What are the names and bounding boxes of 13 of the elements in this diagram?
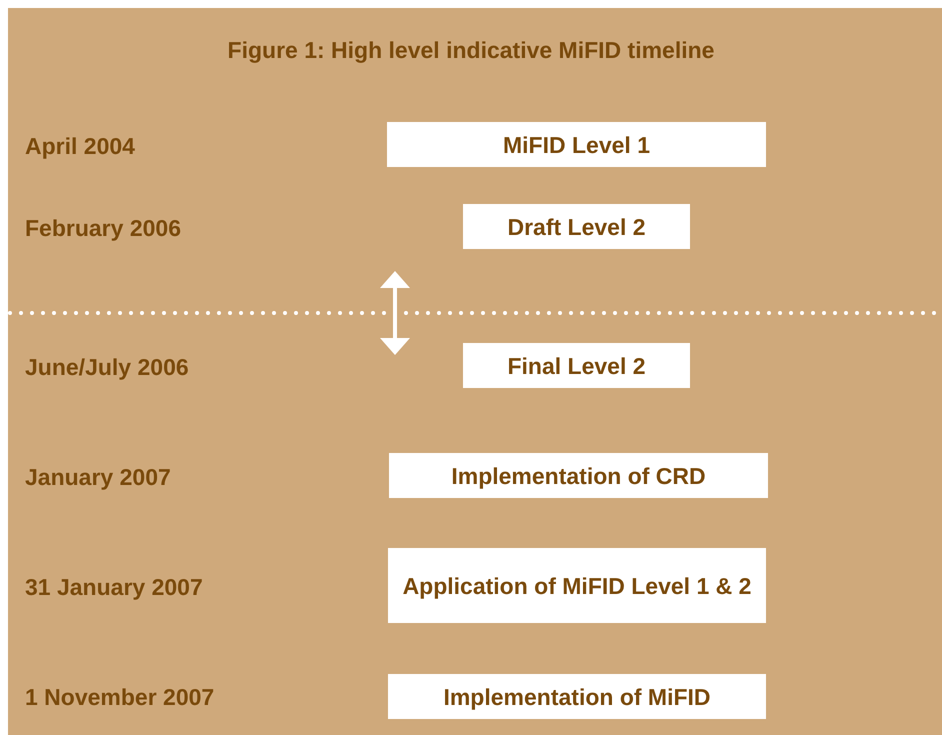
event-box: Implementation of CRD <box>389 453 768 498</box>
event-box: Final Level 2 <box>463 343 690 388</box>
event-box: MiFID Level 1 <box>387 122 766 167</box>
event-box: Draft Level 2 <box>463 204 690 249</box>
date-label: June/July 2006 <box>25 353 189 382</box>
event-box: Application of MiFID Level 1 & 2 <box>388 548 766 623</box>
date-label: February 2006 <box>25 214 181 243</box>
date-label: 31 January 2007 <box>25 573 203 602</box>
date-label: 1 November 2007 <box>25 683 214 712</box>
date-label: April 2004 <box>25 132 135 161</box>
title: Figure 1: High level indicative MiFID timeline <box>226 36 716 65</box>
event-box: Implementation of MiFID <box>388 674 766 719</box>
date-label: January 2007 <box>25 463 171 492</box>
